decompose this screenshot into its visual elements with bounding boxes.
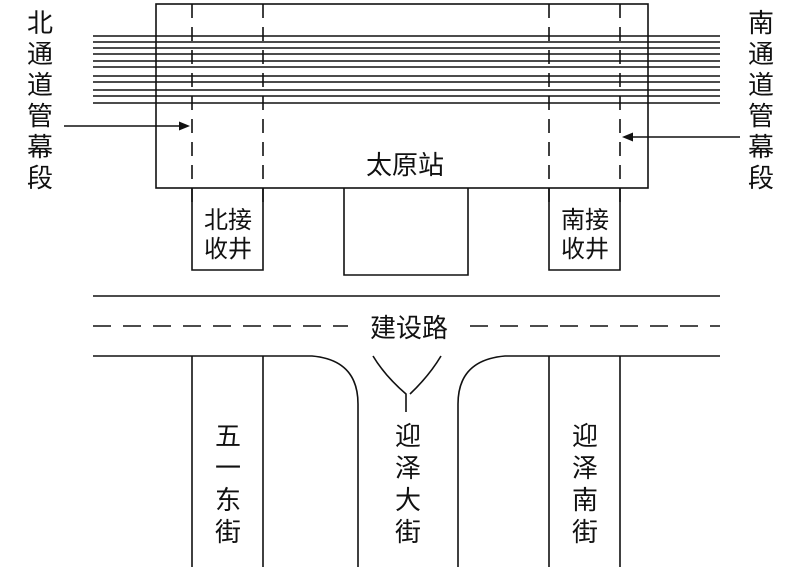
station-exit-block <box>343 188 469 276</box>
north-shaft-label: 北接收井 <box>204 206 252 263</box>
road-label-backdrop <box>362 312 456 342</box>
street-yingze-main-label: 迎泽大街 <box>395 422 421 548</box>
south-shaft-label: 南接收井 <box>561 206 609 263</box>
passage-dashed-lines <box>191 4 621 205</box>
road-south-edge-west <box>93 355 359 567</box>
avenue-median <box>372 355 442 412</box>
street-wuyi-label: 五一东街 <box>215 422 241 548</box>
railway-tracks <box>93 35 720 104</box>
station-label: 太原站 <box>366 151 444 181</box>
street-yingze-south-label: 迎泽南街 <box>572 422 598 548</box>
north-section-pointer <box>64 121 190 131</box>
north-section-label: 北通道管幕段 <box>27 9 53 194</box>
south-shaft-box <box>548 188 621 271</box>
road-main-label: 建设路 <box>370 314 448 344</box>
arrow-left-icon <box>622 132 633 142</box>
south-section-label: 南通道管幕段 <box>748 9 774 194</box>
road-south-edge-east <box>457 355 720 567</box>
arrow-right-icon <box>179 121 190 131</box>
south-section-pointer <box>622 132 740 142</box>
north-shaft-box <box>191 188 264 271</box>
